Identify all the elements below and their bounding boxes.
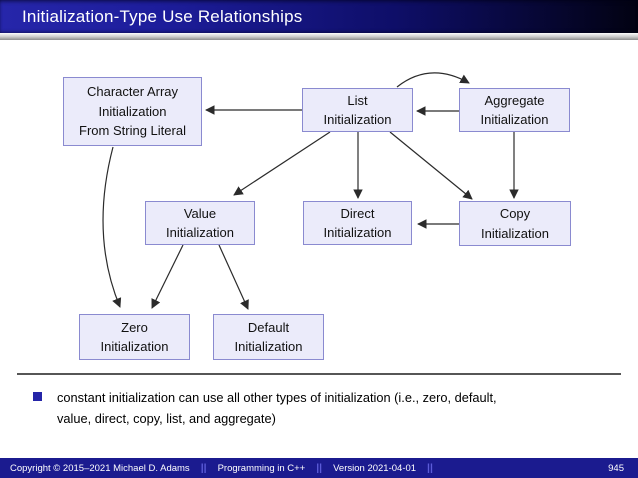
- node-character-array-initialization: Character Array Initialization From Stri…: [63, 77, 202, 146]
- node-value-initialization: Value Initialization: [145, 201, 255, 245]
- footer-separator: ||: [427, 462, 433, 474]
- node-label: Value Initialization: [166, 205, 234, 241]
- footer-page-number: 945: [608, 462, 624, 474]
- node-label: Copy Initialization: [481, 206, 549, 241]
- bullet-text: constant initialization can use all othe…: [57, 390, 497, 426]
- node-direct-initialization: Direct Initialization: [303, 201, 412, 245]
- node-aggregate-initialization: Aggregate Initialization: [459, 88, 570, 132]
- edge-list-to-aggregate-curve: [396, 72, 470, 88]
- footer-separator: ||: [200, 462, 207, 474]
- footer-bar: Copyright © 2015–2021 Michael D. Adams |…: [0, 458, 638, 478]
- node-label: Default Initialization: [234, 319, 303, 355]
- page-title: Initialization-Type Use Relationships: [22, 6, 303, 26]
- node-label: Aggregate Initialization: [480, 92, 549, 128]
- node-copy-initialization: Copy Initialization: [459, 201, 571, 246]
- edge-value-to-zero: [151, 244, 184, 309]
- edge-value-to-default: [218, 244, 249, 310]
- node-label: Direct Initialization: [323, 205, 392, 241]
- node-default-initialization: Default Initialization: [213, 314, 324, 360]
- node-label: Character Array Initialization From Stri…: [79, 84, 186, 139]
- node-zero-initialization: Zero Initialization: [79, 314, 190, 360]
- node-label: List Initialization: [323, 92, 392, 128]
- edge-list-to-copy: [389, 131, 473, 200]
- node-list-initialization: List Initialization: [302, 88, 413, 132]
- node-label: Zero Initialization: [100, 319, 169, 355]
- edge-character-array-to-zero: [102, 146, 122, 308]
- header-shadow-strip: [0, 33, 638, 40]
- horizontal-rule: [17, 373, 621, 375]
- footer-copyright: Copyright © 2015–2021 Michael D. Adams: [10, 462, 190, 474]
- bullet-square-icon: [33, 392, 42, 401]
- bullet-item: constant initialization can use all othe…: [33, 388, 593, 429]
- footer-course: Programming in C++: [217, 462, 306, 474]
- footer-version: Version 2021-04-01: [333, 462, 417, 474]
- slide-header: Initialization-Type Use Relationships: [0, 0, 638, 33]
- footer-separator: ||: [316, 462, 323, 474]
- edge-list-to-value: [233, 131, 331, 196]
